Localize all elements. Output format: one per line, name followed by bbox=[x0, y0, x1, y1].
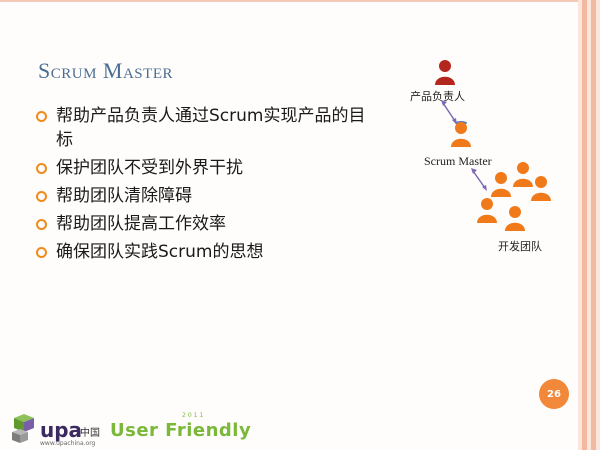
top-border bbox=[0, 0, 578, 2]
bullet-item: 保护团队不受到外界干扰 bbox=[34, 156, 374, 180]
bullet-text: 帮助产品负责人通过Scrum实现产品的目标 bbox=[56, 106, 366, 150]
page-number-badge: 26 bbox=[539, 379, 569, 409]
team-member-icon bbox=[477, 198, 497, 223]
scrum-master-label: Scrum Master bbox=[424, 154, 492, 168]
slide-title: Scrum Master bbox=[38, 58, 173, 83]
bullet-text: 保护团队不受到外界干扰 bbox=[56, 158, 243, 178]
dev-team-label: 开发团队 bbox=[498, 240, 542, 253]
bullet-marker-icon bbox=[36, 219, 47, 230]
user-friendly-logo: User Friendly bbox=[110, 420, 252, 441]
bullet-list: 帮助产品负责人通过Scrum实现产品的目标 保护团队不受到外界干扰 帮助团队清除… bbox=[34, 104, 374, 268]
team-member-icon bbox=[531, 176, 551, 201]
team-member-icon bbox=[505, 206, 525, 231]
bullet-marker-icon bbox=[36, 247, 47, 258]
bullet-item: 帮助产品负责人通过Scrum实现产品的目标 bbox=[34, 104, 374, 152]
upa-logo-text: upa bbox=[40, 418, 83, 442]
user-friendly-year: 2011 bbox=[182, 412, 206, 419]
bullet-text: 帮助团队提高工作效率 bbox=[56, 214, 226, 234]
bullet-item: 帮助团队提高工作效率 bbox=[34, 212, 374, 236]
team-member-icon bbox=[491, 172, 511, 197]
bullet-marker-icon bbox=[36, 191, 47, 202]
double-arrow-icon bbox=[471, 168, 487, 191]
product-owner-label: 产品负责人 bbox=[410, 90, 465, 103]
bullet-marker-icon bbox=[36, 163, 47, 174]
bullet-marker-icon bbox=[36, 111, 47, 122]
decorative-stripes bbox=[578, 0, 600, 450]
bullet-text: 帮助团队清除障碍 bbox=[56, 186, 192, 206]
bullet-item: 确保团队实践Scrum的思想 bbox=[34, 240, 374, 264]
upa-url: www.upachina.org bbox=[40, 440, 96, 447]
product-owner-icon bbox=[435, 60, 455, 85]
bullet-text: 确保团队实践Scrum的思想 bbox=[56, 242, 264, 262]
scrum-master-icon bbox=[451, 121, 471, 147]
bullet-item: 帮助团队清除障碍 bbox=[34, 184, 374, 208]
upa-cn-text: 中国 bbox=[80, 428, 100, 439]
upa-logo-icon bbox=[12, 414, 34, 443]
team-member-icon bbox=[513, 162, 533, 187]
